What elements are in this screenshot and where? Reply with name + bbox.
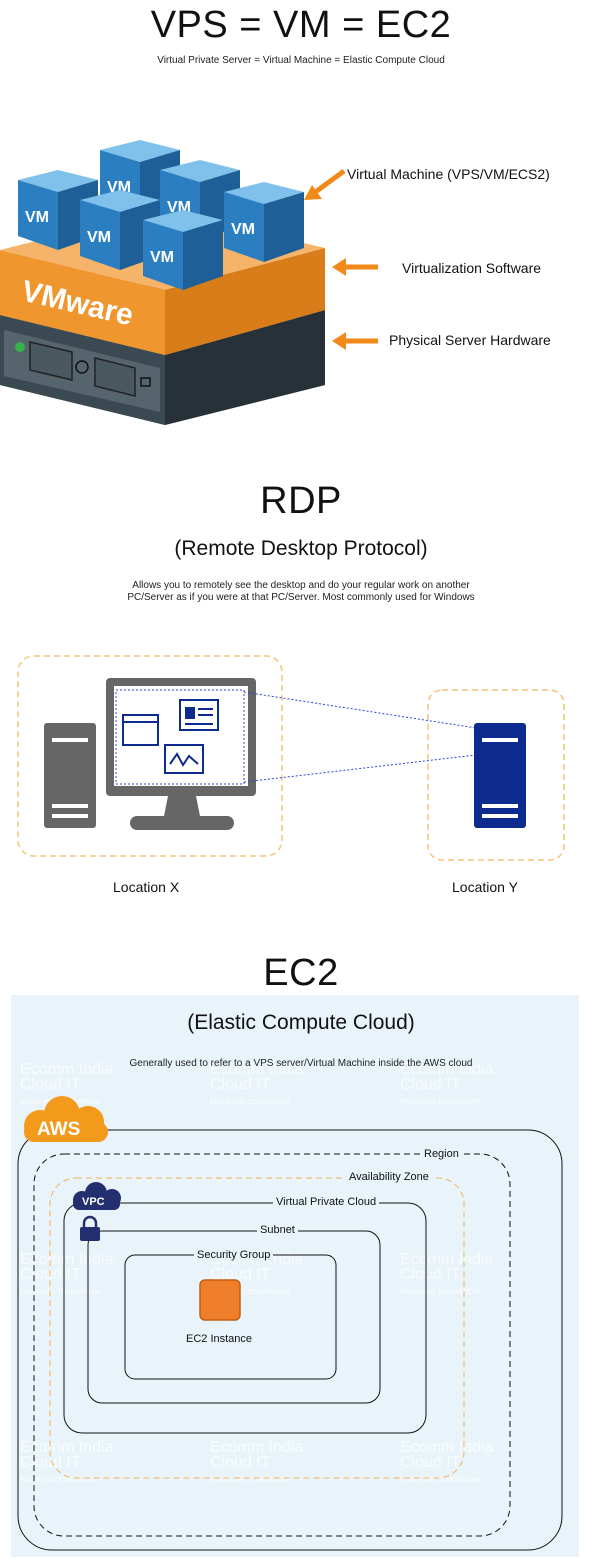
rdp-diagram xyxy=(17,655,565,861)
availability-zone-label: Availability Zone xyxy=(346,1171,432,1183)
availability-zone-box xyxy=(49,1177,465,1479)
vmware-stack-illustration: VMware VM VM VM VM xyxy=(0,140,325,425)
ec2-subtitle: (Elastic Compute Cloud) xyxy=(187,1011,415,1034)
aws-cloud-icon: AWS xyxy=(24,1096,108,1142)
arrow-left-icon xyxy=(332,332,378,350)
vpc-label: Virtual Private Cloud xyxy=(273,1196,380,1208)
ec2-description: Generally used to refer to a VPS server/… xyxy=(129,1058,473,1069)
aws-architecture-diagram: AWS VPC xyxy=(17,1096,563,1551)
region-box xyxy=(33,1153,511,1537)
security-group-label: Security Group xyxy=(194,1249,274,1261)
rdp-description: Allows you to remotely see the desktop a… xyxy=(127,580,475,603)
svg-text:VPC: VPC xyxy=(82,1196,105,1208)
aws-cloud-box xyxy=(17,1129,563,1551)
svg-text:VM: VM xyxy=(231,221,255,238)
arrow-left-icon xyxy=(332,258,378,276)
ec2-panel xyxy=(11,995,579,1557)
location-y-label: Location Y xyxy=(452,879,518,895)
vpc-cloud-icon: VPC xyxy=(73,1182,121,1210)
monitor-icon xyxy=(106,678,256,830)
vps-subtitle: Virtual Private Server = Virtual Machine… xyxy=(157,55,445,66)
svg-text:AWS: AWS xyxy=(37,1119,80,1140)
region-label: Region xyxy=(421,1148,462,1160)
location-y-box xyxy=(427,689,565,861)
subnet-label: Subnet xyxy=(257,1224,298,1236)
remote-server-icon xyxy=(474,723,526,828)
subnet-box xyxy=(87,1230,381,1404)
vm-label: Virtual Machine (VPS/VM/ECS2) xyxy=(347,166,550,182)
location-x-box xyxy=(17,655,283,857)
lock-icon xyxy=(80,1215,100,1241)
rdp-subtitle: (Remote Desktop Protocol) xyxy=(174,537,428,560)
svg-text:VM: VM xyxy=(87,229,111,246)
svg-text:VM: VM xyxy=(150,249,174,266)
vm-cube: VM xyxy=(18,170,98,250)
ec2-title: EC2 xyxy=(263,952,339,994)
vpc-box xyxy=(63,1202,427,1434)
virtualization-label: Virtualization Software xyxy=(402,260,542,276)
vps-title: VPS = VM = EC2 xyxy=(150,4,452,46)
vm-cube: VM xyxy=(143,210,223,290)
hardware-label: Physical Server Hardware xyxy=(389,332,551,348)
vm-cubes: VM VM VM VM VM xyxy=(18,140,304,290)
vm-cube: VM xyxy=(224,182,304,262)
rdp-link-line xyxy=(243,691,477,729)
location-x-label: Location X xyxy=(113,879,180,895)
desktop-tower-icon xyxy=(44,723,96,828)
ec2-instance-label: EC2 Instance xyxy=(186,1333,253,1345)
svg-text:VM: VM xyxy=(25,209,49,226)
rdp-link-line xyxy=(243,754,477,783)
rdp-title: RDP xyxy=(260,480,342,522)
arrow-left-icon xyxy=(304,168,346,200)
ec2-instance-icon xyxy=(199,1279,241,1321)
